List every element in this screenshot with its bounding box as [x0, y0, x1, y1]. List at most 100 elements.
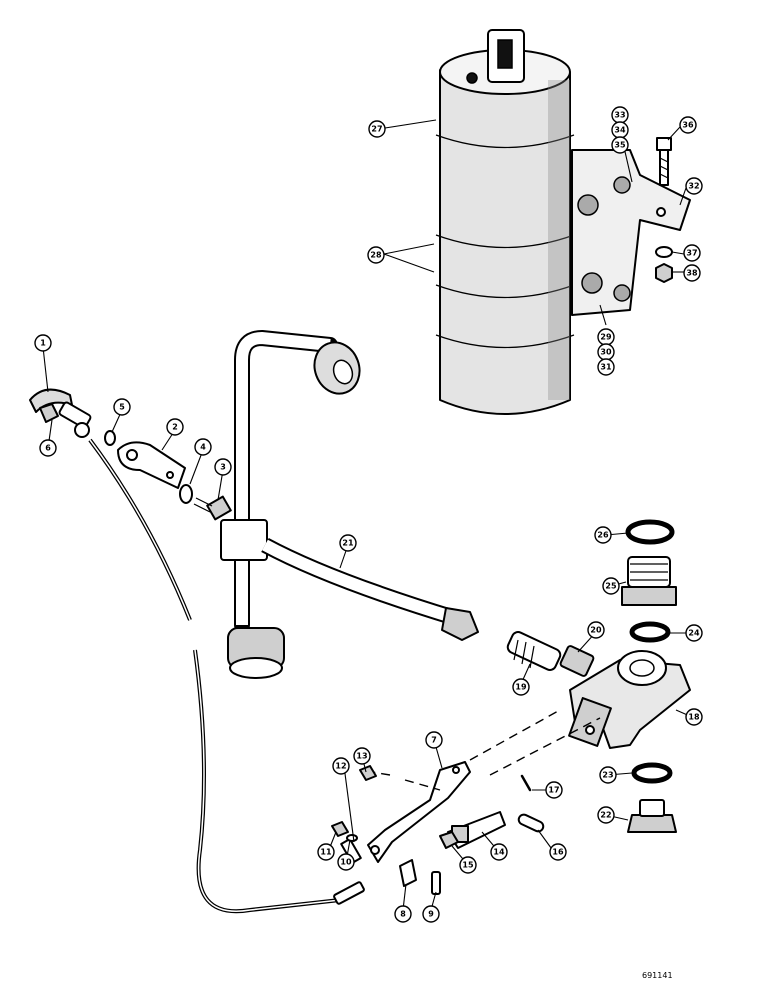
- callout-38: 38: [683, 264, 701, 282]
- callout-37: 37: [683, 244, 701, 262]
- control-cable-inner: [89, 439, 341, 912]
- o-ring-23: [631, 762, 673, 784]
- callout-34: 34: [611, 121, 629, 139]
- lock-washer: [179, 484, 193, 504]
- callout-16: 16: [549, 843, 567, 861]
- washer: [655, 246, 673, 258]
- mounting-bracket: [571, 149, 691, 316]
- svg-text:32: 32: [688, 182, 699, 191]
- callout-28: 28: [367, 246, 385, 264]
- callout-15: 15: [459, 856, 477, 874]
- svg-text:27: 27: [371, 125, 382, 134]
- o-ring-26: [625, 519, 675, 545]
- callout-25: 25: [602, 577, 620, 595]
- callout-23: 23: [599, 766, 617, 784]
- svg-text:4: 4: [200, 443, 206, 452]
- callout-1: 1: [34, 334, 52, 352]
- callout-32: 32: [685, 177, 703, 195]
- fitting-20: [559, 645, 595, 677]
- bracket-bolt: [656, 137, 672, 186]
- svg-text:17: 17: [548, 786, 559, 795]
- svg-text:21: 21: [342, 539, 354, 548]
- callout-9: 9: [422, 905, 440, 923]
- callout-27: 27: [368, 120, 386, 138]
- fitting-19: [506, 631, 562, 671]
- callout-7: 7: [425, 731, 443, 749]
- svg-text:12: 12: [335, 762, 346, 771]
- callout-10: 10: [337, 853, 355, 871]
- svg-text:31: 31: [600, 363, 612, 372]
- svg-text:33: 33: [614, 111, 625, 120]
- callout-20: 20: [587, 621, 605, 639]
- svg-text:19: 19: [515, 683, 527, 692]
- cotter-pin: [520, 774, 532, 792]
- callout-31: 31: [597, 358, 615, 376]
- svg-text:10: 10: [340, 858, 352, 867]
- fuel-pipe: [220, 330, 479, 679]
- callout-30: 30: [597, 343, 615, 361]
- svg-text:34: 34: [614, 126, 626, 135]
- callout-2: 2: [166, 418, 184, 436]
- callout-12: 12: [332, 757, 350, 775]
- callout-14: 14: [490, 843, 508, 861]
- figure-code: 691141: [642, 971, 673, 980]
- plug-22: [627, 799, 677, 833]
- svg-text:36: 36: [682, 121, 694, 130]
- callout-33: 33: [611, 106, 629, 124]
- fuel-filter-canister: [435, 29, 575, 415]
- svg-text:25: 25: [605, 582, 617, 591]
- assembly-lines: [359, 709, 601, 791]
- svg-text:16: 16: [552, 848, 564, 857]
- svg-text:29: 29: [600, 333, 612, 342]
- svg-text:22: 22: [600, 811, 611, 820]
- svg-text:15: 15: [462, 861, 474, 870]
- hardware-small: [331, 765, 441, 895]
- pump-body: [568, 650, 691, 749]
- callout-18: 18: [685, 708, 703, 726]
- svg-text:6: 6: [45, 444, 51, 453]
- callout-19: 19: [512, 678, 530, 696]
- pin-16: [517, 813, 545, 833]
- callout-8: 8: [394, 905, 412, 923]
- small-washer: [104, 430, 116, 446]
- bracket-screw: [193, 495, 232, 521]
- callout-29: 29: [597, 328, 615, 346]
- callout-26: 26: [594, 526, 612, 544]
- svg-text:3: 3: [220, 463, 226, 472]
- svg-text:7: 7: [431, 736, 437, 745]
- callout-35: 35: [611, 136, 629, 154]
- svg-text:2: 2: [172, 423, 178, 432]
- callout-17: 17: [545, 781, 563, 799]
- svg-text:38: 38: [686, 269, 698, 278]
- o-ring-24: [629, 621, 671, 643]
- callout-22: 22: [597, 806, 615, 824]
- callout-21: 21: [339, 534, 357, 552]
- svg-text:30: 30: [600, 348, 612, 357]
- svg-text:37: 37: [686, 249, 697, 258]
- svg-text:20: 20: [590, 626, 602, 635]
- cable-bracket: [117, 441, 186, 489]
- callout-24: 24: [685, 624, 703, 642]
- svg-text:14: 14: [493, 848, 505, 857]
- cable-end: [333, 881, 365, 905]
- nut: [655, 263, 673, 283]
- svg-text:1: 1: [40, 339, 46, 348]
- svg-text:26: 26: [597, 531, 609, 540]
- svg-text:9: 9: [428, 910, 434, 919]
- callout-4: 4: [194, 438, 212, 456]
- svg-text:35: 35: [614, 141, 626, 150]
- callout-36: 36: [679, 116, 697, 134]
- callout-5: 5: [113, 398, 131, 416]
- callout-6: 6: [39, 439, 57, 457]
- fitting-25: [621, 556, 677, 606]
- svg-text:24: 24: [688, 629, 700, 638]
- svg-text:5: 5: [119, 403, 125, 412]
- svg-text:8: 8: [400, 910, 406, 919]
- callout-11: 11: [317, 843, 335, 861]
- svg-text:13: 13: [356, 752, 367, 761]
- nut-15: [439, 831, 459, 849]
- svg-text:28: 28: [370, 251, 382, 260]
- linkage-rod: [367, 761, 471, 863]
- shutoff-knob: [29, 388, 92, 438]
